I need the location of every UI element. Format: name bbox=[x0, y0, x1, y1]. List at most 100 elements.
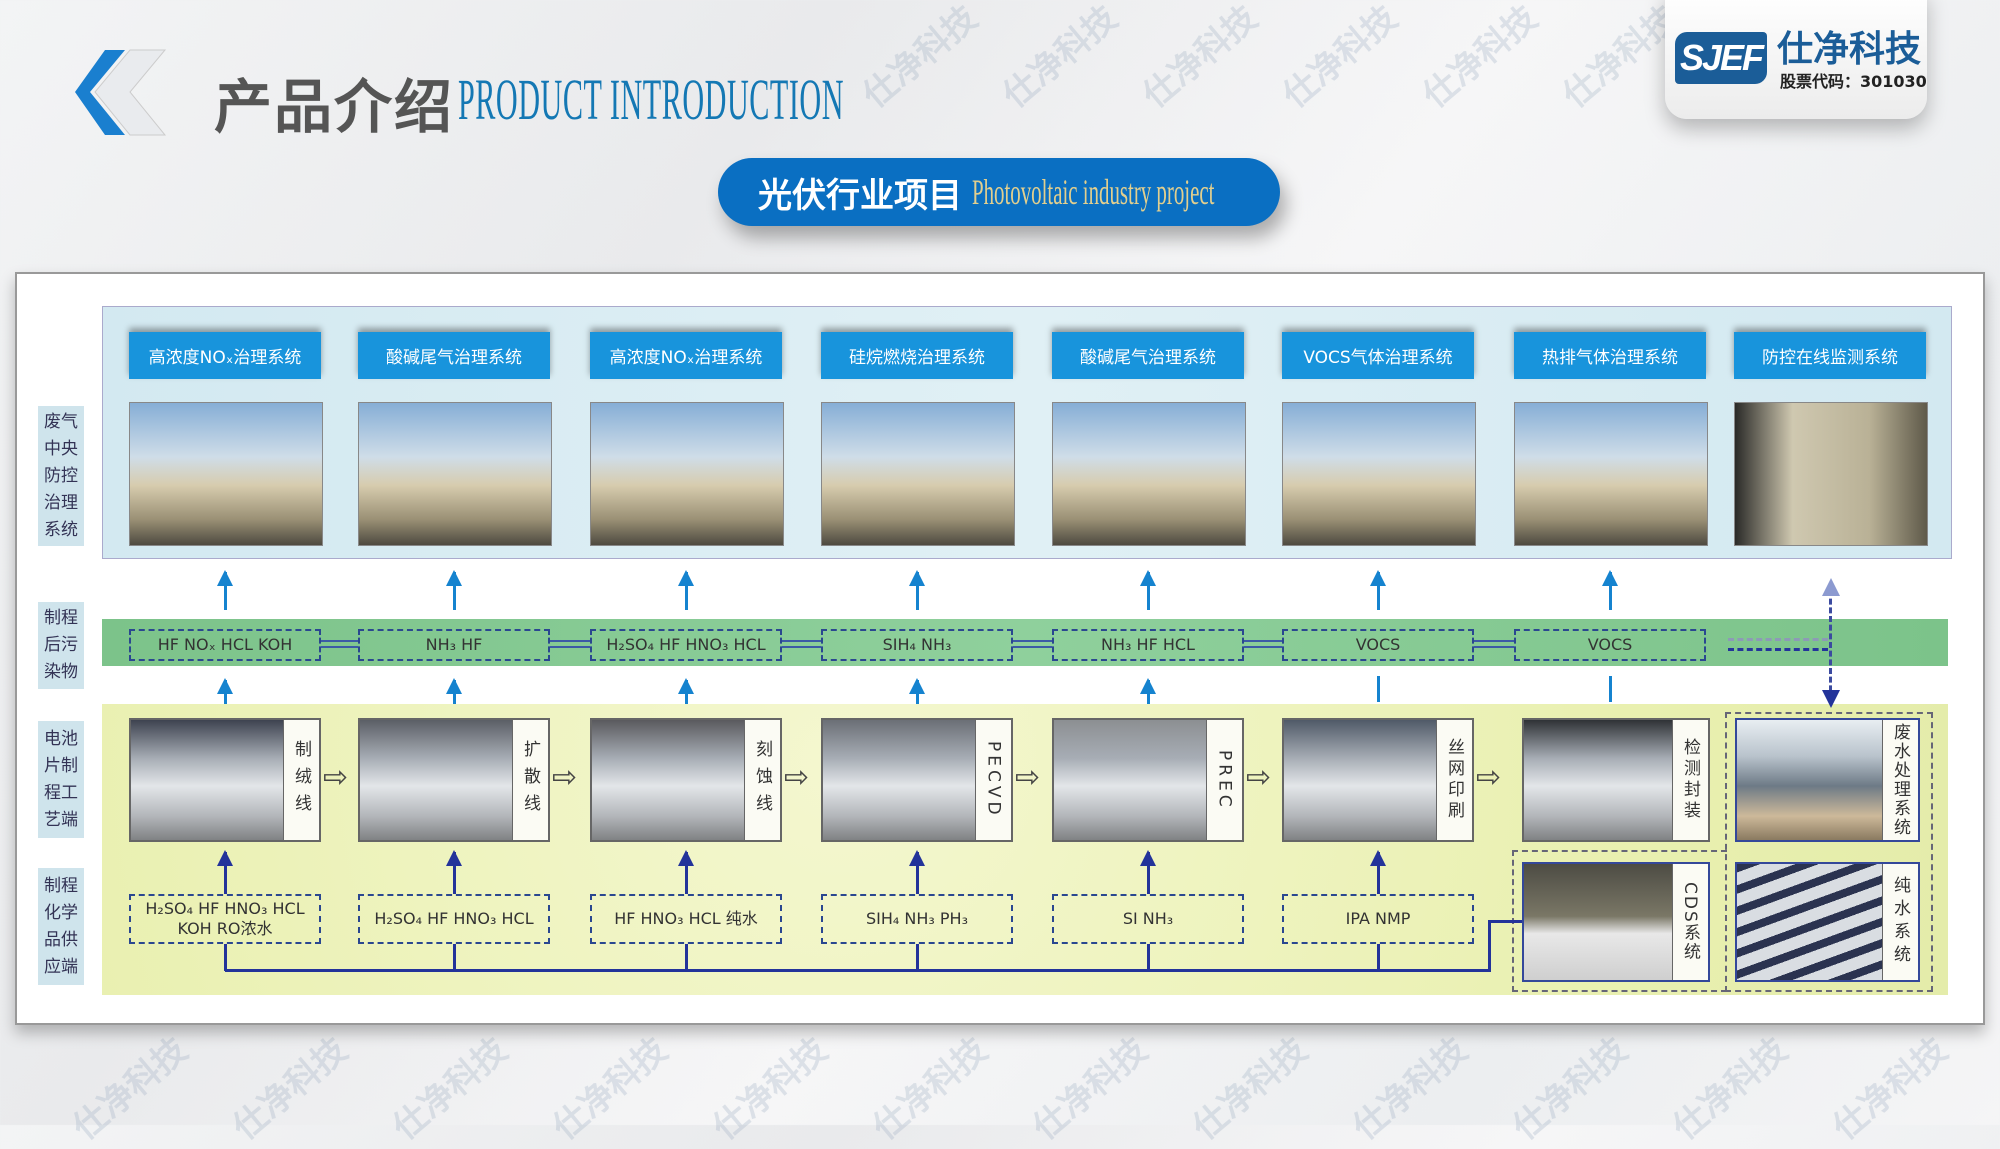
section-banner: 光伏行业项目 Photovoltaic industry project bbox=[718, 158, 1280, 226]
system-photo bbox=[129, 402, 323, 546]
pollutant-box: H₂SO₄ HF HNO₃ HCL bbox=[590, 629, 782, 661]
supply-line bbox=[225, 969, 1490, 972]
system-label: 酸碱尾气治理系统 bbox=[358, 332, 550, 379]
banner-title: 光伏行业项目 bbox=[758, 175, 962, 216]
supply-line-drop bbox=[453, 944, 456, 971]
back-chevron-logo-icon bbox=[75, 49, 167, 136]
pure-water-photo bbox=[1737, 864, 1882, 980]
process-photo bbox=[823, 720, 975, 840]
dashed-link bbox=[1728, 638, 1828, 641]
process-step: 丝网印刷 bbox=[1282, 718, 1474, 842]
process-photo bbox=[131, 720, 283, 840]
flow-arrow-icon: ⇨ bbox=[1246, 760, 1272, 795]
flow-arrow-icon: ⇨ bbox=[784, 760, 810, 795]
banner-subtitle: Photovoltaic industry project bbox=[972, 172, 1215, 212]
flow-arrow-icon: ⇨ bbox=[552, 760, 578, 795]
arrow-up-icon bbox=[446, 570, 462, 610]
watermark-text: 仕净科技 bbox=[1505, 1030, 1636, 1149]
pollutant-connector bbox=[321, 640, 358, 648]
process-step: 扩散线 bbox=[358, 718, 550, 842]
pollutant-band bbox=[102, 619, 1948, 666]
chemical-box: IPA NMP bbox=[1282, 894, 1474, 944]
connector-line bbox=[1377, 676, 1380, 702]
pollutant-box: HF NOₓ HCL KOH bbox=[129, 629, 321, 661]
chemical-box: H₂SO₄ HF HNO₃ HCL KOH RO浓水 bbox=[129, 894, 321, 944]
process-photo bbox=[1524, 720, 1672, 840]
arrow-up-icon bbox=[1140, 678, 1156, 704]
watermark-text: 仕净科技 bbox=[865, 1030, 996, 1149]
system-label: 高浓度NOₓ治理系统 bbox=[129, 332, 321, 379]
arrow-up-icon bbox=[909, 678, 925, 704]
process-label: 刻蚀线 bbox=[744, 720, 780, 840]
arrow-up-icon bbox=[1140, 570, 1156, 610]
flow-arrow-icon: ⇨ bbox=[323, 760, 349, 795]
supply-line-drop bbox=[685, 944, 688, 971]
wastewater-photo bbox=[1737, 720, 1882, 840]
cds-photo bbox=[1524, 864, 1672, 980]
page-title-english: PRODUCT INTRODUCTION bbox=[458, 67, 845, 132]
process-step: PECVD bbox=[821, 718, 1013, 842]
process-label: 扩散线 bbox=[512, 720, 548, 840]
pollutant-box: NH₃ HF HCL bbox=[1052, 629, 1244, 661]
dashed-link bbox=[1728, 648, 1828, 651]
process-label: PECVD bbox=[975, 720, 1011, 840]
watermark-text: 仕净科技 bbox=[1665, 1030, 1796, 1149]
process-step: 制绒线 bbox=[129, 718, 321, 842]
pollutant-connector bbox=[1474, 640, 1514, 648]
arrow-up-icon bbox=[446, 678, 462, 704]
utility-group-border bbox=[1725, 712, 1933, 992]
pollutant-connector bbox=[1244, 640, 1282, 648]
watermark-text: 仕净科技 bbox=[385, 1030, 516, 1149]
pollutant-connector bbox=[782, 640, 821, 648]
supply-line-drop bbox=[224, 944, 227, 971]
arrow-up-icon bbox=[1602, 570, 1618, 610]
connector-line bbox=[1609, 676, 1612, 702]
arrow-up-icon bbox=[217, 570, 233, 610]
system-label: 高浓度NOₓ治理系统 bbox=[590, 332, 782, 379]
utility-wastewater: 废水处理系统 bbox=[1735, 718, 1920, 842]
system-label: VOCS气体治理系统 bbox=[1282, 332, 1474, 379]
system-label: 酸碱尾气治理系统 bbox=[1052, 332, 1244, 379]
flow-arrow-icon: ⇨ bbox=[1015, 760, 1041, 795]
process-step: 检测封装 bbox=[1522, 718, 1710, 842]
process-label: 制绒线 bbox=[283, 720, 319, 840]
pollutant-box: SIH₄ NH₃ bbox=[821, 629, 1013, 661]
process-photo bbox=[1284, 720, 1436, 840]
watermark-text: 仕净科技 bbox=[65, 1030, 196, 1149]
arrow-up-icon bbox=[678, 570, 694, 610]
arrow-up-icon bbox=[678, 678, 694, 704]
side-label-process: 电池片制程工艺端 bbox=[44, 728, 78, 830]
company-logo: SJEF 仕净科技 股票代码：301030 bbox=[1665, 0, 1927, 119]
supply-line-drop bbox=[1377, 944, 1380, 971]
utility-label: 纯水系统 bbox=[1882, 864, 1918, 980]
system-label: 硅烷燃烧治理系统 bbox=[821, 332, 1013, 379]
watermark-text: 仕净科技 bbox=[225, 1030, 356, 1149]
side-label-exhaust-box: 废气中央防控治理系统 bbox=[38, 406, 84, 546]
process-step: PREC bbox=[1052, 718, 1244, 842]
arrow-up-icon bbox=[678, 850, 694, 894]
system-photo bbox=[590, 402, 784, 546]
utility-label: CDS系统 bbox=[1672, 864, 1708, 980]
system-label: 热排气体治理系统 bbox=[1514, 332, 1706, 379]
watermark-text: 仕净科技 bbox=[1345, 1030, 1476, 1149]
arrow-up-icon bbox=[1140, 850, 1156, 894]
system-photo bbox=[1282, 402, 1476, 546]
arrow-down-icon bbox=[1822, 690, 1840, 708]
watermark-text: 仕净科技 bbox=[1185, 1030, 1316, 1149]
process-photo bbox=[360, 720, 512, 840]
process-label: 丝网印刷 bbox=[1436, 720, 1472, 840]
arrow-up-icon bbox=[1370, 850, 1386, 894]
supply-line-drop bbox=[916, 944, 919, 971]
chemical-box: SIH₄ NH₃ PH₃ bbox=[821, 894, 1013, 944]
watermark-text: 仕净科技 bbox=[705, 1030, 836, 1149]
watermark-text: 仕净科技 bbox=[1025, 1030, 1156, 1149]
flow-arrow-icon: ⇨ bbox=[1476, 760, 1502, 795]
pollutant-box: NH₃ HF bbox=[358, 629, 550, 661]
side-label-process-box: 电池片制程工艺端 bbox=[38, 721, 84, 838]
pollutant-connector bbox=[1013, 640, 1052, 648]
watermark-text: 仕净科技 bbox=[545, 1030, 676, 1149]
page-title: 产品介绍 bbox=[214, 73, 455, 141]
system-photo bbox=[358, 402, 552, 546]
monitoring-dashed-arrow bbox=[1829, 590, 1832, 700]
process-step: 刻蚀线 bbox=[590, 718, 782, 842]
